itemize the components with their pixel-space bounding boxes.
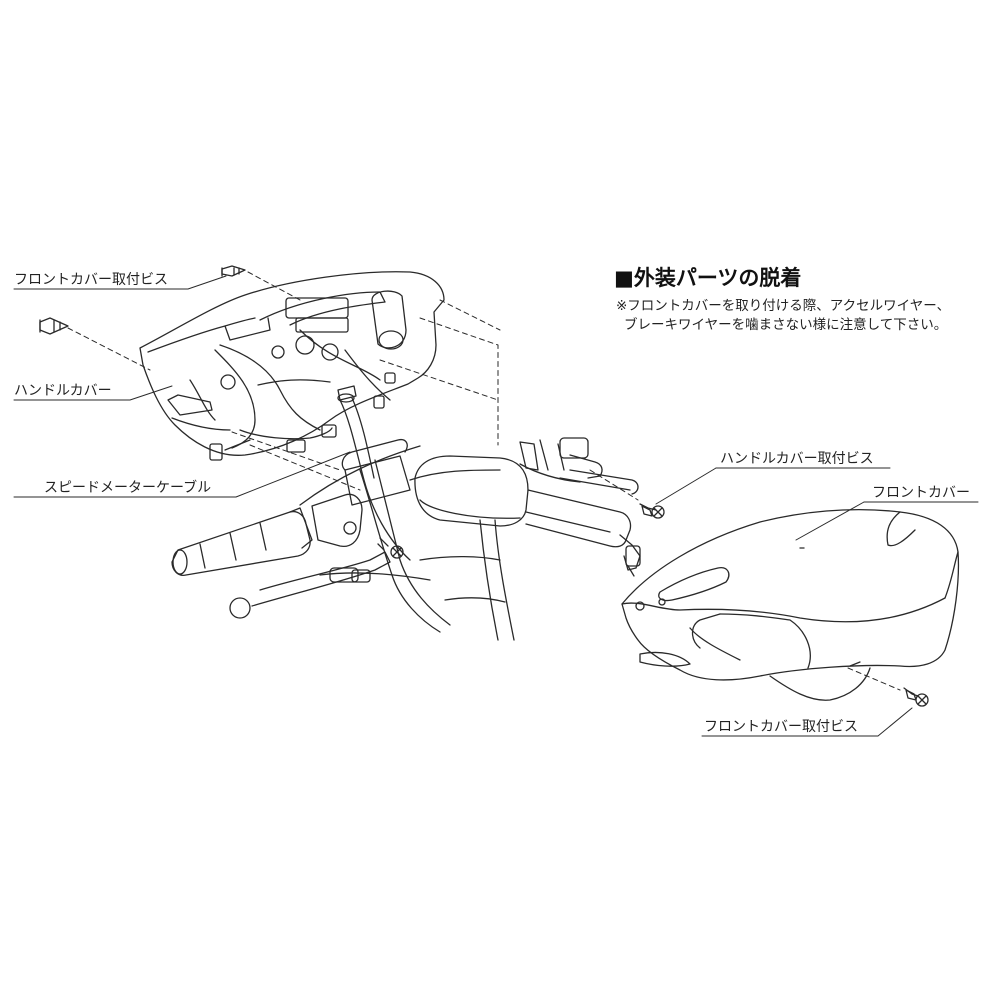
section-title: ■外装パーツの脱着 <box>614 266 802 290</box>
caution-note-line-2: ブレーキワイヤーを噛まさない様に注意して下さい。 <box>624 317 948 333</box>
label-front-cover-screw-bottom: フロントカバー取付ビス <box>704 719 858 735</box>
front-cover-illustration <box>621 508 960 701</box>
screw-bottom-left <box>377 537 404 559</box>
label-front-cover: フロントカバー <box>872 485 970 501</box>
screw-front-cover-bottom <box>903 687 929 707</box>
label-handle-cover-screw: ハンドルカバー取付ビス <box>720 451 874 467</box>
screw-handle-cover-right <box>639 503 665 519</box>
handlebar-illustration <box>171 385 641 641</box>
caution-note: ※フロントカバーを取り付ける際、アクセルワイヤー、 ブレーキワイヤーを噛まさない… <box>616 297 950 335</box>
handle-cover-illustration <box>139 271 445 461</box>
caution-note-line-1: ※フロントカバーを取り付ける際、アクセルワイヤー、 <box>616 298 951 314</box>
label-speedometer-cable: スピードメーターケーブル <box>44 480 212 496</box>
screw-top-1 <box>221 265 246 277</box>
screw-top-2 <box>39 317 69 335</box>
callout-leaders <box>13 275 979 737</box>
assembly-guide-lines <box>67 271 901 691</box>
label-front-cover-screw-top: フロントカバー取付ビス <box>14 272 168 288</box>
label-handle-cover: ハンドルカバー <box>14 383 112 399</box>
